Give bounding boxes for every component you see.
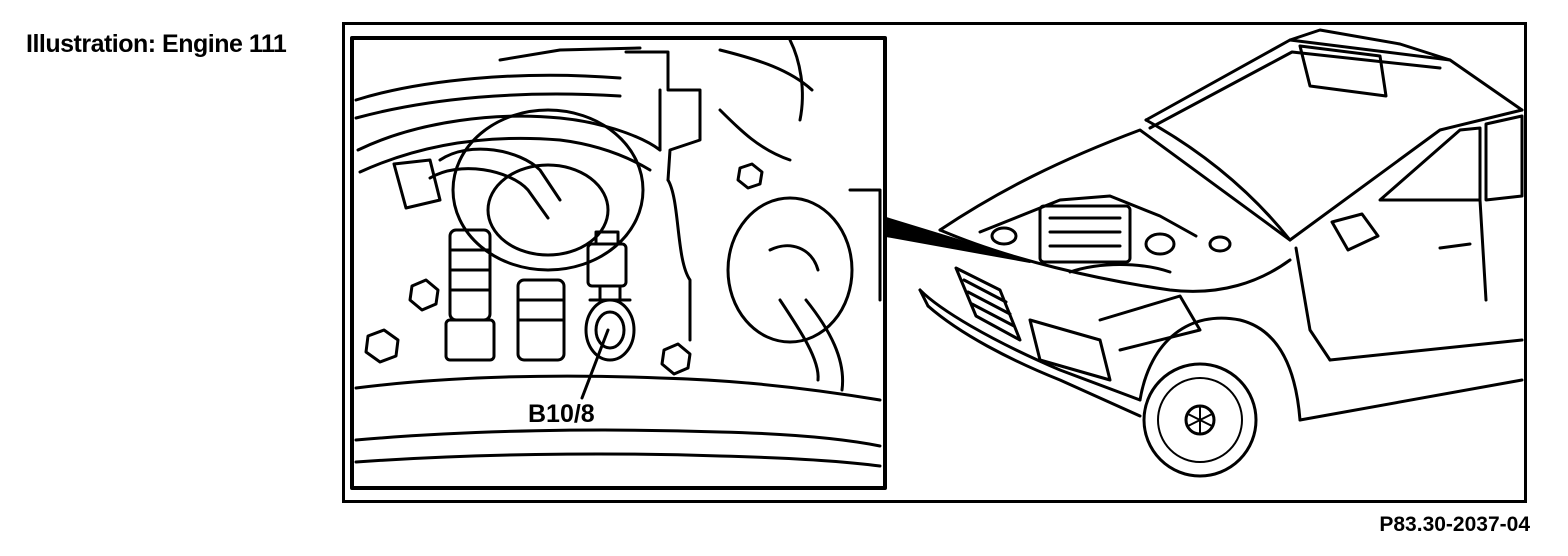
figure-frame [342,22,1527,503]
bolt-heads [364,162,764,376]
detail-inset [350,36,887,490]
sensor-b10-8 [584,230,636,362]
middle-fitting [516,278,566,362]
sensor-callout-label: B10/8 [528,400,595,428]
left-fitting [444,228,496,362]
illustration-caption: Illustration: Engine 111 [26,30,287,58]
reference-code: P83.30-2037-04 [1379,513,1530,536]
car-illustration [918,28,1524,478]
